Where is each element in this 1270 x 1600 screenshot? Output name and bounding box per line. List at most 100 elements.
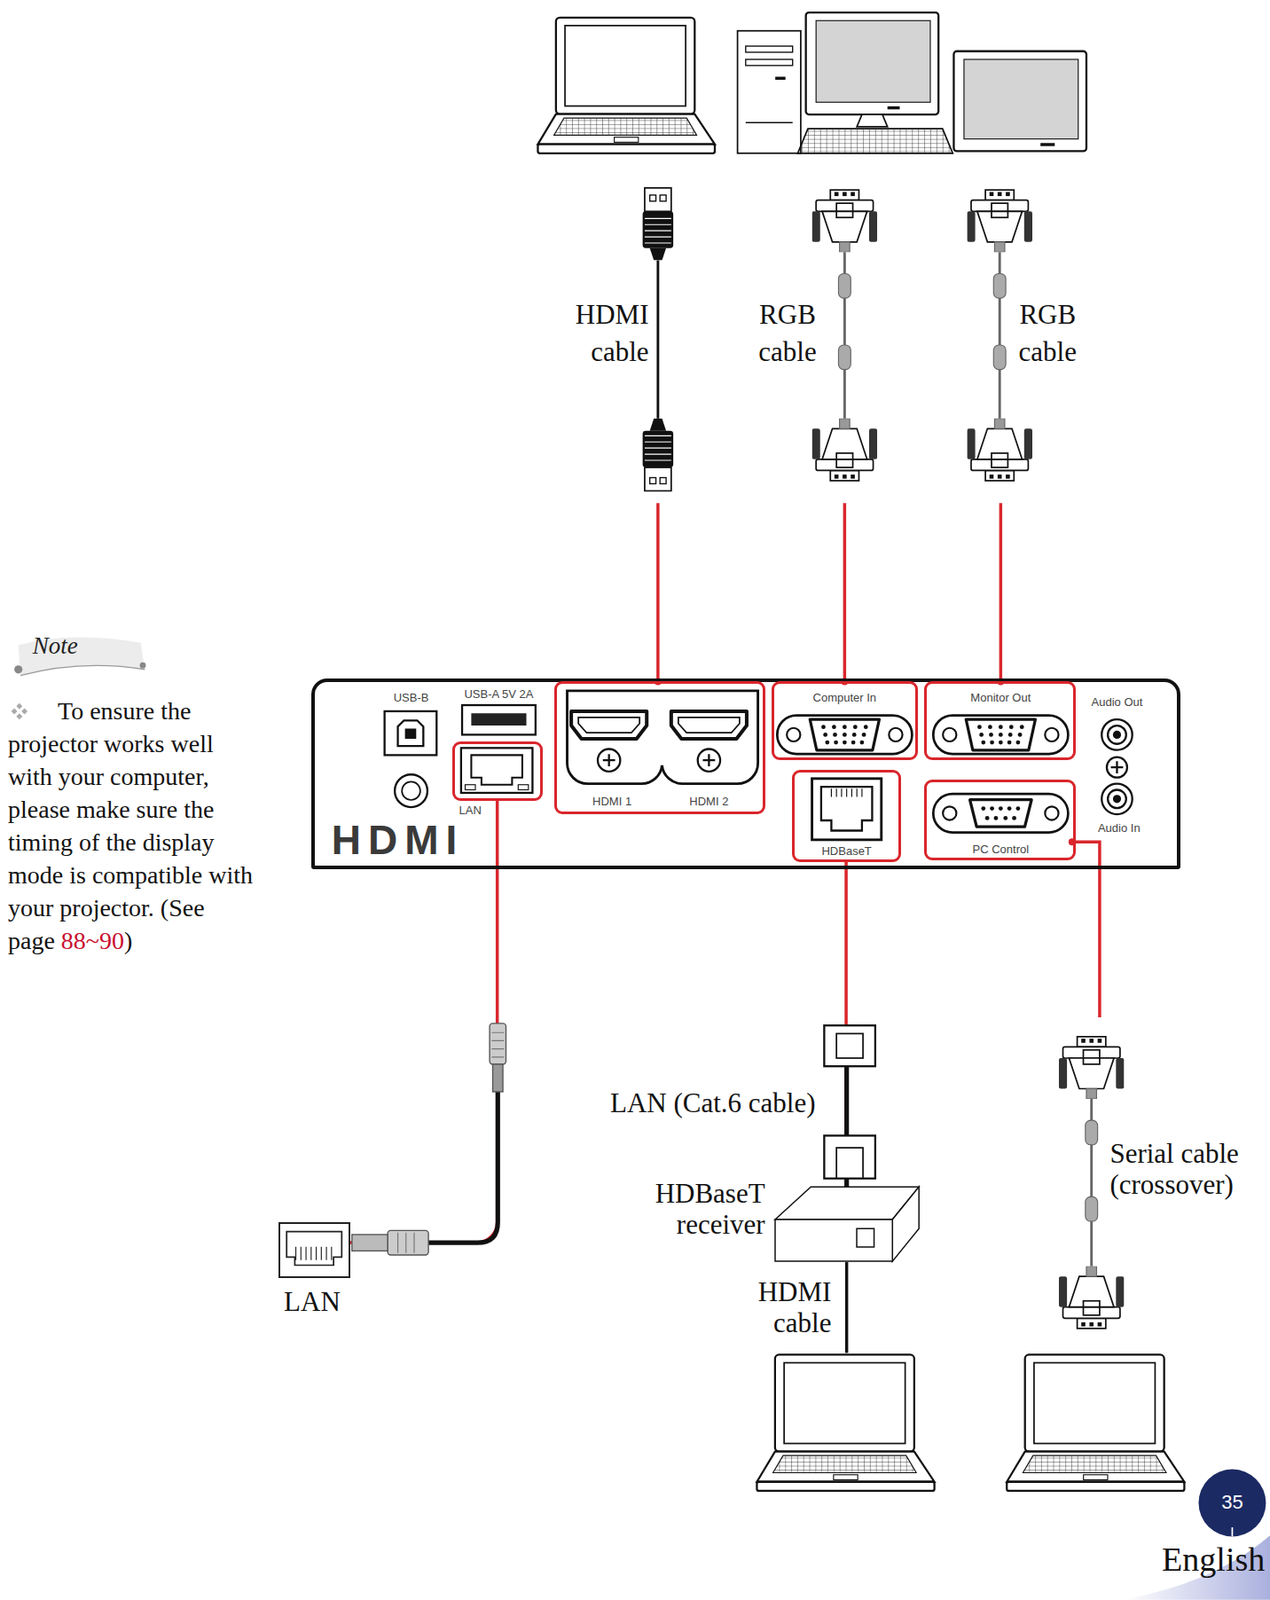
rgb-cable	[966, 189, 1033, 481]
leader-line	[1068, 838, 1100, 1018]
lan-port	[470, 754, 523, 784]
hdmi-ports	[697, 748, 721, 771]
hdmi-cable	[642, 418, 675, 492]
monitor-icon	[953, 51, 1087, 152]
hdbaset-port	[812, 778, 882, 840]
audio-jacks	[1111, 760, 1124, 774]
language-tab: English	[1161, 1540, 1265, 1578]
hdmi-ports	[571, 711, 647, 739]
cable-label: Serial cable (crossover)	[1109, 1137, 1261, 1200]
lan-cable	[428, 1091, 498, 1243]
lan-port	[461, 747, 534, 793]
hdmi-cable	[642, 418, 675, 492]
rgb-cable	[812, 189, 879, 481]
desktop-computer-icon	[737, 31, 801, 154]
hdmi-ports	[678, 717, 740, 733]
rgb-cable	[966, 189, 1033, 252]
computer-in-port-group: Computer In	[771, 681, 919, 761]
hdmi-ports	[702, 753, 715, 767]
usb-a-port	[462, 705, 536, 735]
page-corner	[1198, 1469, 1266, 1537]
port-label: Audio Out	[1091, 695, 1144, 710]
serial-cable	[1085, 1120, 1098, 1145]
lan-cable	[493, 1064, 504, 1092]
serial-cable	[1058, 1036, 1125, 1099]
serial-cable	[1058, 1266, 1125, 1329]
rgb-cable	[993, 344, 1006, 370]
usb-a-port	[470, 713, 526, 726]
desktop-computer-icon	[856, 114, 888, 127]
lan-cable	[352, 1023, 507, 1255]
device-label: LAN	[283, 1283, 341, 1321]
device-label: HDBaseT receiver	[641, 1177, 766, 1240]
ground-terminal	[401, 781, 421, 800]
desktop-computer-icon	[737, 12, 954, 154]
hdmi-ports	[671, 711, 747, 739]
cat6-cable	[836, 1147, 863, 1179]
rgb-cable	[812, 189, 879, 252]
hdbaset-receiver: HDBaseT receiver	[775, 1185, 920, 1263]
rear-panel: LANHDMI 1HDMI 2Computer InMonitor OutHDB…	[311, 678, 1181, 870]
audio-jacks	[1101, 783, 1133, 816]
page-reference: 88~90	[61, 926, 125, 955]
serial-port	[932, 793, 1068, 832]
vga-port	[776, 715, 912, 754]
monitor-icon	[1040, 142, 1055, 146]
hdmi-port-group: HDMI 1HDMI 2	[554, 681, 766, 815]
receiver-outline	[856, 1228, 875, 1247]
port-label: Monitor Out	[970, 690, 1031, 706]
usb-b-port	[405, 728, 417, 739]
port-label: Computer In	[813, 690, 878, 706]
audio-jacks	[1101, 719, 1133, 751]
laptop-icon	[537, 17, 715, 154]
cable-label: RGB cable	[738, 296, 837, 371]
hdmi-cable	[846, 1262, 847, 1353]
audio-jacks	[1107, 725, 1127, 745]
lan-wall-jack: LAN	[278, 1222, 351, 1278]
ground-terminal	[394, 774, 428, 808]
ground-terminal	[394, 774, 428, 808]
audio-jacks	[1107, 789, 1127, 808]
rgb-cable	[812, 418, 879, 481]
note-text: )	[124, 926, 133, 955]
wall-jack-socket	[286, 1231, 342, 1266]
rgb-cable	[812, 418, 879, 481]
hdmi-ports	[578, 717, 640, 733]
hdbaset-port	[830, 788, 863, 797]
rgb-cable	[838, 344, 851, 370]
note-paragraph: To ensure the projector works well with …	[7, 694, 257, 957]
laptop-icon	[1006, 1354, 1184, 1491]
laptop-icon	[756, 1354, 934, 1491]
desktop-computer-icon	[797, 128, 953, 154]
cable-label: HDMI cable	[724, 1276, 831, 1339]
hdbaset-port	[812, 778, 882, 840]
page-corner	[1121, 1469, 1270, 1600]
note-banner	[14, 665, 23, 674]
monitor-icon	[953, 51, 1087, 152]
port-label: PC Control	[972, 842, 1030, 857]
vga-port	[932, 715, 1068, 754]
desktop-computer-icon	[775, 77, 786, 80]
edge-label: LAN (Cat.6 cable)	[610, 1087, 816, 1119]
cat6-cable	[823, 1025, 876, 1067]
pc-control-port-group: PC Control	[924, 779, 1076, 861]
audio-jacks	[1106, 757, 1128, 778]
usb-b-port	[398, 720, 424, 746]
note-banner	[20, 665, 145, 675]
cat6-cable	[823, 1025, 876, 1187]
monitor-icon	[964, 59, 1079, 140]
desktop-computer-icon	[887, 106, 901, 110]
hdmi-logo: HDMI	[331, 817, 465, 863]
laptop-icon	[756, 1354, 934, 1491]
rgb-cable	[966, 418, 1033, 481]
desktop-computer-icon	[745, 122, 793, 124]
lan-cable	[398, 1232, 415, 1254]
monitor-out-port-group: Monitor Out	[924, 681, 1076, 761]
hdmi-ports	[567, 690, 759, 784]
lan-port-group: LAN	[452, 741, 543, 801]
lan-port	[461, 747, 534, 793]
leader-line	[658, 502, 1001, 682]
port-label: HDMI 1	[592, 794, 632, 809]
bullet-symbol	[11, 703, 28, 720]
